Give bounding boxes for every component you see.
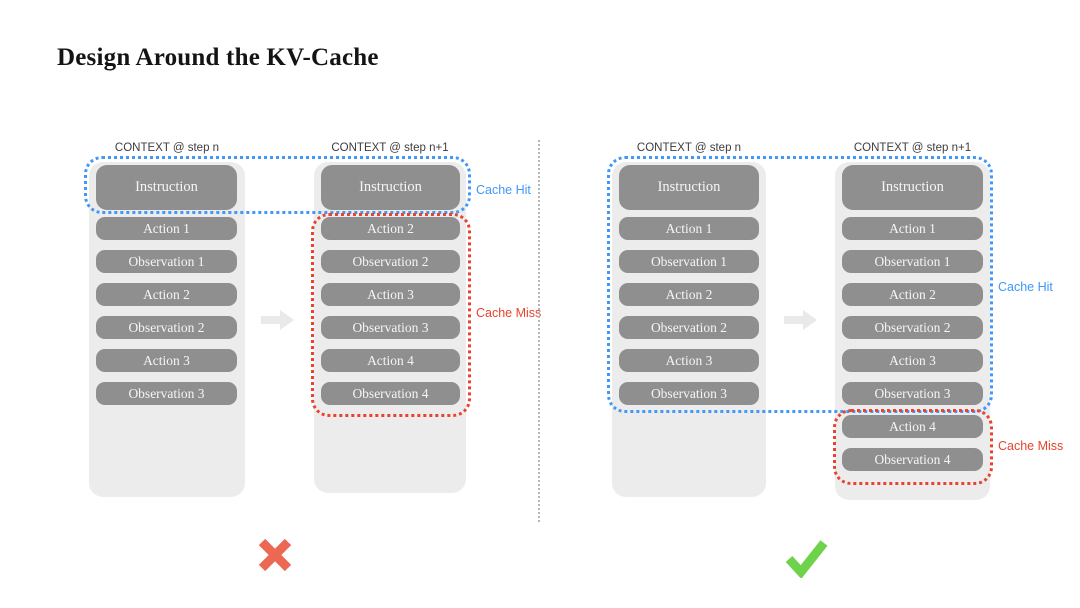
context-header-step-n1: CONTEXT @ step n+1 (853, 142, 972, 154)
context-box: Action 2 (96, 283, 237, 306)
context-box: Observation 2 (619, 316, 759, 339)
context-box: Action 1 (842, 217, 983, 240)
context-box: Observation 1 (842, 250, 983, 273)
context-box: Action 3 (321, 283, 460, 306)
context-box: Instruction (321, 165, 460, 210)
context-box: Action 3 (96, 349, 237, 372)
divider-line (538, 140, 540, 522)
context-box: Instruction (96, 165, 237, 210)
context-header-step-n1: CONTEXT @ step n+1 (331, 142, 449, 154)
context-box: Action 4 (842, 415, 983, 438)
context-box: Instruction (619, 165, 759, 210)
context-box: Observation 2 (96, 316, 237, 339)
cross-icon (258, 538, 292, 572)
context-box: Observation 3 (321, 316, 460, 339)
check-icon (785, 540, 828, 578)
context-box: Action 1 (619, 217, 759, 240)
cache-miss-label: Cache Miss (998, 439, 1064, 453)
context-box: Action 1 (96, 217, 237, 240)
context-box: Action 2 (842, 283, 983, 306)
context-box: Action 4 (321, 349, 460, 372)
context-box: Observation 2 (842, 316, 983, 339)
context-box: Observation 3 (842, 382, 983, 405)
context-box: Observation 1 (96, 250, 237, 273)
context-box: Action 2 (619, 283, 759, 306)
context-box: Instruction (842, 165, 983, 210)
context-header-step-n: CONTEXT @ step n (636, 142, 742, 154)
context-box: Action 3 (619, 349, 759, 372)
context-box: Action 2 (321, 217, 460, 240)
context-box: Observation 3 (96, 382, 237, 405)
cache-hit-label: Cache Hit (476, 183, 531, 197)
context-box: Observation 4 (842, 448, 983, 471)
context-header-step-n: CONTEXT @ step n (114, 142, 220, 154)
context-box: Observation 1 (619, 250, 759, 273)
context-box: Observation 3 (619, 382, 759, 405)
context-box: Observation 4 (321, 382, 460, 405)
context-box: Observation 2 (321, 250, 460, 273)
cache-hit-label: Cache Hit (998, 280, 1053, 294)
page-title: Design Around the KV-Cache (57, 44, 379, 71)
cache-miss-label: Cache Miss (476, 306, 542, 320)
context-box: Action 3 (842, 349, 983, 372)
arrow-icon (261, 310, 294, 330)
arrow-icon (784, 310, 817, 330)
